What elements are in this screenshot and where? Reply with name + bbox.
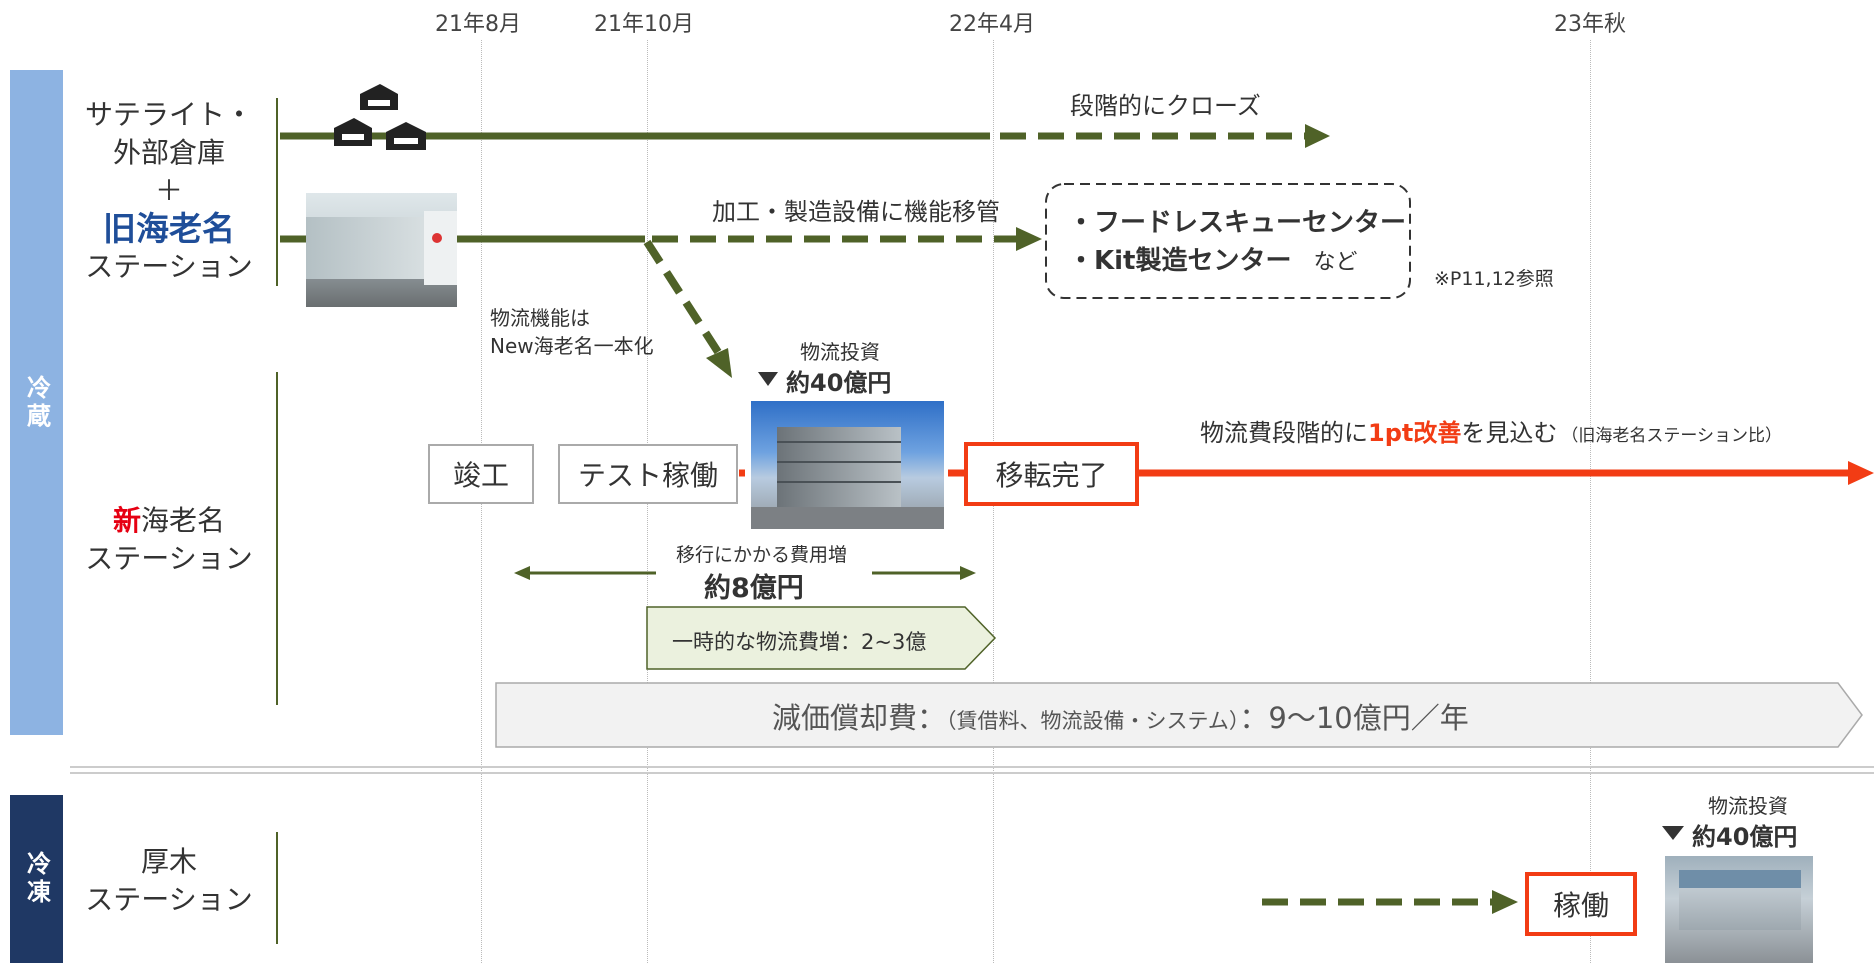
improve-highlight: 1pt改善 <box>1368 419 1462 447</box>
old-ebina-photo <box>306 193 457 307</box>
atsugi-photo <box>1665 856 1813 963</box>
timeline-label-apr22: 22年4月 <box>949 12 1035 37</box>
satellite-line1: サテライト・ <box>84 98 253 131</box>
depreciation-shape <box>495 682 1863 748</box>
frozen-invest-triangle <box>1662 826 1684 840</box>
logistics-note-line1: 物流機能は <box>490 306 590 330</box>
completion-box: 竣工 <box>428 444 534 504</box>
centers-dashed-box <box>1045 183 1411 299</box>
new-prefix: 新 <box>112 504 141 537</box>
new-ebina-name: 海老名 <box>141 504 226 537</box>
invest-label: 物流投資 <box>800 340 880 364</box>
frozen-invest-label: 物流投資 <box>1708 794 1788 818</box>
frozen-section-label: 冷凍 <box>10 795 63 963</box>
centers-suffix: など <box>1313 250 1358 275</box>
operation-box: 稼働 <box>1525 872 1637 936</box>
timeline-label-oct21: 21年10月 <box>594 12 694 37</box>
new-ebina-station: ステーション <box>85 542 253 575</box>
plus-sign: ＋ <box>154 174 183 207</box>
satellite-line2: 外部倉庫 <box>112 136 225 169</box>
depreciation-label: 減価償却費：（賃借料、物流設備・システム）：9～10億円／年 <box>772 695 1469 737</box>
row-label-new-ebina: 新海老名 ステーション <box>78 502 260 578</box>
row-separator-new-ebina <box>276 372 278 705</box>
refrigerated-section-label: 冷蔵 <box>10 70 63 735</box>
depreciation-detail: （賃借料、物流設備・システム） <box>946 709 1240 733</box>
logistics-diagonal-arrowhead <box>706 348 732 378</box>
warehouse-icon <box>334 84 426 150</box>
improve-prefix: 物流費段階的に <box>1200 419 1368 447</box>
transfer-label: 加工・製造設備に機能移管 <box>712 198 1000 226</box>
migration-cost-amount: 約8億円 <box>704 573 804 604</box>
row-separator-satellite <box>276 98 278 286</box>
temp-increase-shape <box>646 606 997 670</box>
old-ebina-name: 旧海老名 <box>103 209 235 248</box>
improve-suffix: を見込む <box>1461 419 1558 447</box>
migration-cost-label: 移行にかかる費用増 <box>676 544 848 566</box>
reference-note: ※P11,12参照 <box>1434 268 1554 290</box>
timeline-label-autumn23: 23年秋 <box>1554 12 1626 37</box>
row-label-satellite: サテライト・ 外部倉庫 ＋ 旧海老名 ステーション <box>78 96 260 286</box>
depreciation-amount: ：9～10億円／年 <box>1239 701 1469 735</box>
depreciation-main: 減価償却費： <box>772 701 947 735</box>
timeline-label-aug21: 21年8月 <box>435 12 521 37</box>
improve-note: （旧海老名ステーション比） <box>1561 426 1783 446</box>
invest-amount: 約40億円 <box>786 369 892 397</box>
logistics-note-line2: New海老名一本化 <box>490 334 654 358</box>
improvement-red-arrowhead <box>1848 461 1874 485</box>
food-rescue-center: ・フードレスキューセンター <box>1068 208 1407 238</box>
test-run-box: テスト稼働 <box>558 444 738 504</box>
phase-close-label: 段階的にクローズ <box>1070 92 1261 120</box>
frozen-arrowhead <box>1492 890 1518 914</box>
kit-center: ・Kit製造センター <box>1068 246 1292 276</box>
section-divider <box>70 766 1874 774</box>
old-ebina-station: ステーション <box>85 250 253 283</box>
atsugi-station: ステーション <box>85 883 253 916</box>
old-ebina-arrowhead <box>1016 227 1042 251</box>
relocation-done-box: 移転完了 <box>964 442 1139 506</box>
improvement-label: 物流費段階的に1pt改善を見込む（旧海老名ステーション比） <box>1200 413 1782 448</box>
invest-triangle <box>758 372 778 386</box>
new-ebina-photo <box>751 401 944 529</box>
row-label-atsugi: 厚木 ステーション <box>78 843 260 919</box>
satellite-arrowhead <box>1305 124 1330 148</box>
frozen-invest-amount: 約40億円 <box>1692 823 1798 851</box>
temp-increase-label: 一時的な物流費増：2~3億 <box>672 630 927 654</box>
row-separator-atsugi <box>276 832 278 944</box>
logistics-diagonal-line <box>643 239 722 355</box>
atsugi-name: 厚木 <box>140 845 197 878</box>
centers-box-content: ・フードレスキューセンター ・Kit製造センターなど <box>1068 204 1408 283</box>
